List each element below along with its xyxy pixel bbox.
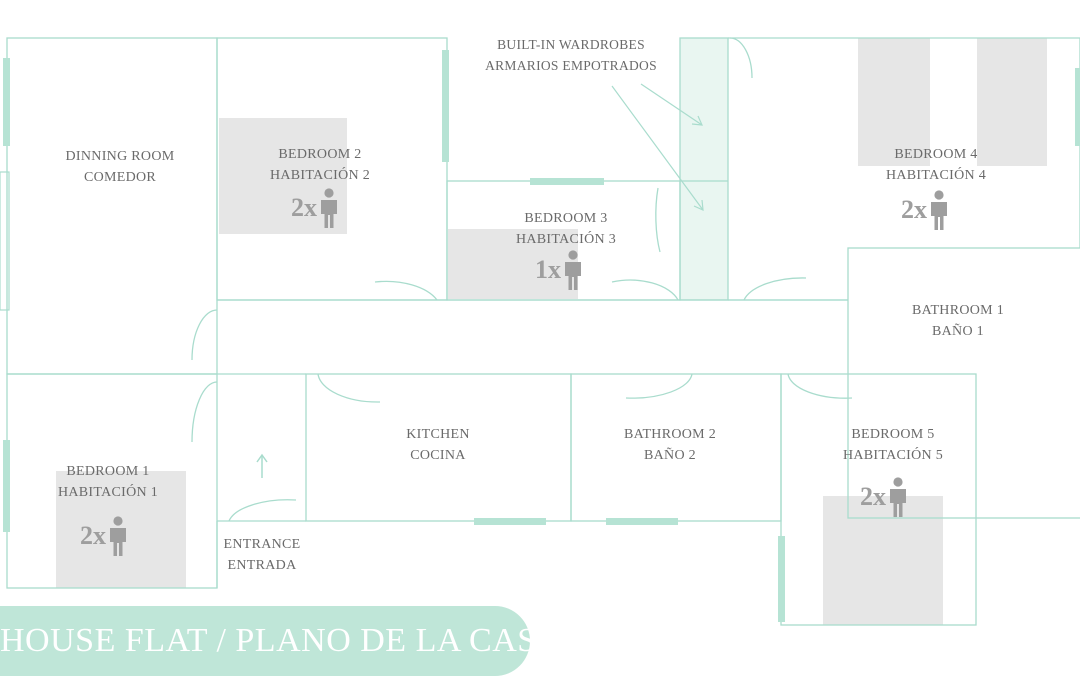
label-bedroom1-es: HABITACIÓN 1	[57, 485, 159, 500]
label-bedroom2-en: BEDROOM 2	[278, 147, 362, 162]
label-bedroom4-es: HABITACIÓN 4	[885, 168, 987, 183]
label-bathroom1: BATHROOM 1 BAÑO 1	[878, 300, 1038, 342]
person-icon	[321, 188, 337, 228]
label-bathroom2-es: BAÑO 2	[644, 448, 696, 463]
label-entrance-en: ENTRANCE	[223, 537, 301, 552]
label-dining-es: COMEDOR	[83, 170, 157, 185]
window-dining	[3, 58, 10, 146]
label-bedroom2-es: HABITACIÓN 2	[269, 168, 371, 183]
label-entrance: ENTRANCE ENTRADA	[202, 534, 322, 576]
arrow-lower	[611, 85, 704, 211]
bed-bedroom3	[448, 229, 578, 299]
door-bedroom3	[611, 279, 679, 301]
label-bedroom2: BEDROOM 2 HABITACIÓN 2	[240, 144, 400, 186]
door-bedroom1	[191, 381, 218, 443]
door-bathroom2	[625, 373, 693, 399]
label-wardrobes: BUILT-IN WARDROBES ARMARIOS EMPOTRADOS	[471, 34, 671, 76]
wardrobe-pointers	[611, 83, 704, 211]
page-title: HOUSE FLAT / PLANO DE LA CASA	[0, 622, 562, 659]
wall-bedroom5	[780, 373, 977, 626]
windows	[0, 50, 1080, 622]
capacity-bedroom5: 2x	[860, 477, 908, 517]
label-bedroom4-en: BEDROOM 4	[894, 147, 978, 162]
arrow-upper	[640, 83, 703, 126]
label-kitchen-en: KITCHEN	[406, 427, 470, 442]
label-bedroom1-en: BEDROOM 1	[66, 464, 150, 479]
arrow-up-icon	[256, 453, 268, 478]
title-banner: HOUSE FLAT / PLANO DE LA CASA	[0, 606, 561, 676]
capacity-bedroom5-text: 2x	[860, 482, 886, 511]
arrow-lower-head	[693, 199, 704, 211]
label-dining-en: DINNING ROOM	[65, 149, 175, 164]
door-entrance	[228, 499, 297, 522]
window-dining-frame	[0, 171, 10, 311]
window-kitchen	[474, 518, 546, 525]
capacity-bedroom4: 2x	[901, 190, 949, 230]
person-icon	[110, 516, 126, 556]
label-bedroom3: BEDROOM 3 HABITACIÓN 3	[486, 208, 646, 250]
label-entrance-es: ENTRADA	[227, 558, 297, 573]
window-bedroom2	[442, 50, 449, 162]
door-bedroom2	[374, 280, 438, 301]
capacity-bedroom1-text: 2x	[80, 521, 106, 550]
wardrobe-strip	[679, 37, 729, 301]
door-wardrobe-upper	[729, 37, 753, 79]
label-bathroom1-en: BATHROOM 1	[911, 303, 1005, 318]
capacity-bedroom3: 1x	[535, 250, 583, 290]
capacity-bedroom1: 2x	[80, 516, 128, 556]
door-bedroom5	[787, 373, 853, 399]
door-dining	[191, 309, 218, 361]
label-kitchen-es: COCINA	[410, 448, 466, 463]
label-bedroom5: BEDROOM 5 HABITACIÓN 5	[813, 424, 973, 466]
door-wardrobe-lower	[655, 187, 661, 253]
wall-dining	[6, 37, 218, 375]
wall-bathroom1	[847, 247, 1080, 519]
person-icon	[890, 477, 906, 517]
label-bathroom2-en: BATHROOM 2	[623, 427, 717, 442]
capacity-bedroom3-text: 1x	[535, 255, 561, 284]
label-kitchen: KITCHEN COCINA	[358, 424, 518, 466]
person-icon	[565, 250, 581, 290]
label-bedroom5-en: BEDROOM 5	[851, 427, 935, 442]
window-bedroom4	[1075, 68, 1080, 146]
label-bedroom5-es: HABITACIÓN 5	[842, 448, 944, 463]
capacity-bedroom2-text: 2x	[291, 193, 317, 222]
window-bathroom2	[606, 518, 678, 525]
window-bedroom1	[3, 440, 10, 532]
label-wardrobes-en: BUILT-IN WARDROBES	[497, 37, 645, 52]
door-kitchen	[317, 373, 381, 403]
arrow-upper-head	[691, 115, 703, 126]
label-bathroom2: BATHROOM 2 BAÑO 2	[590, 424, 750, 466]
capacity-bedroom4-text: 2x	[901, 195, 927, 224]
bed-bedroom4-left	[858, 38, 930, 166]
window-bedroom5	[778, 536, 785, 622]
label-bedroom1: BEDROOM 1 HABITACIÓN 1	[28, 461, 188, 503]
walls	[6, 37, 1080, 626]
capacity-bedroom2: 2x	[291, 188, 339, 228]
label-bathroom1-es: BAÑO 1	[932, 324, 984, 339]
label-dining: DINNING ROOM COMEDOR	[40, 146, 200, 188]
bed-bedroom4-right	[977, 38, 1047, 166]
doors	[191, 37, 853, 522]
label-bedroom3-es: HABITACIÓN 3	[515, 232, 617, 247]
window-bedroom3	[530, 178, 604, 185]
label-bedroom3-en: BEDROOM 3	[524, 211, 608, 226]
door-bedroom4	[743, 277, 807, 301]
person-icon	[931, 190, 947, 230]
label-bedroom4: BEDROOM 4 HABITACIÓN 4	[856, 144, 1016, 186]
label-wardrobes-es: ARMARIOS EMPOTRADOS	[485, 58, 657, 73]
beds	[56, 38, 1047, 625]
